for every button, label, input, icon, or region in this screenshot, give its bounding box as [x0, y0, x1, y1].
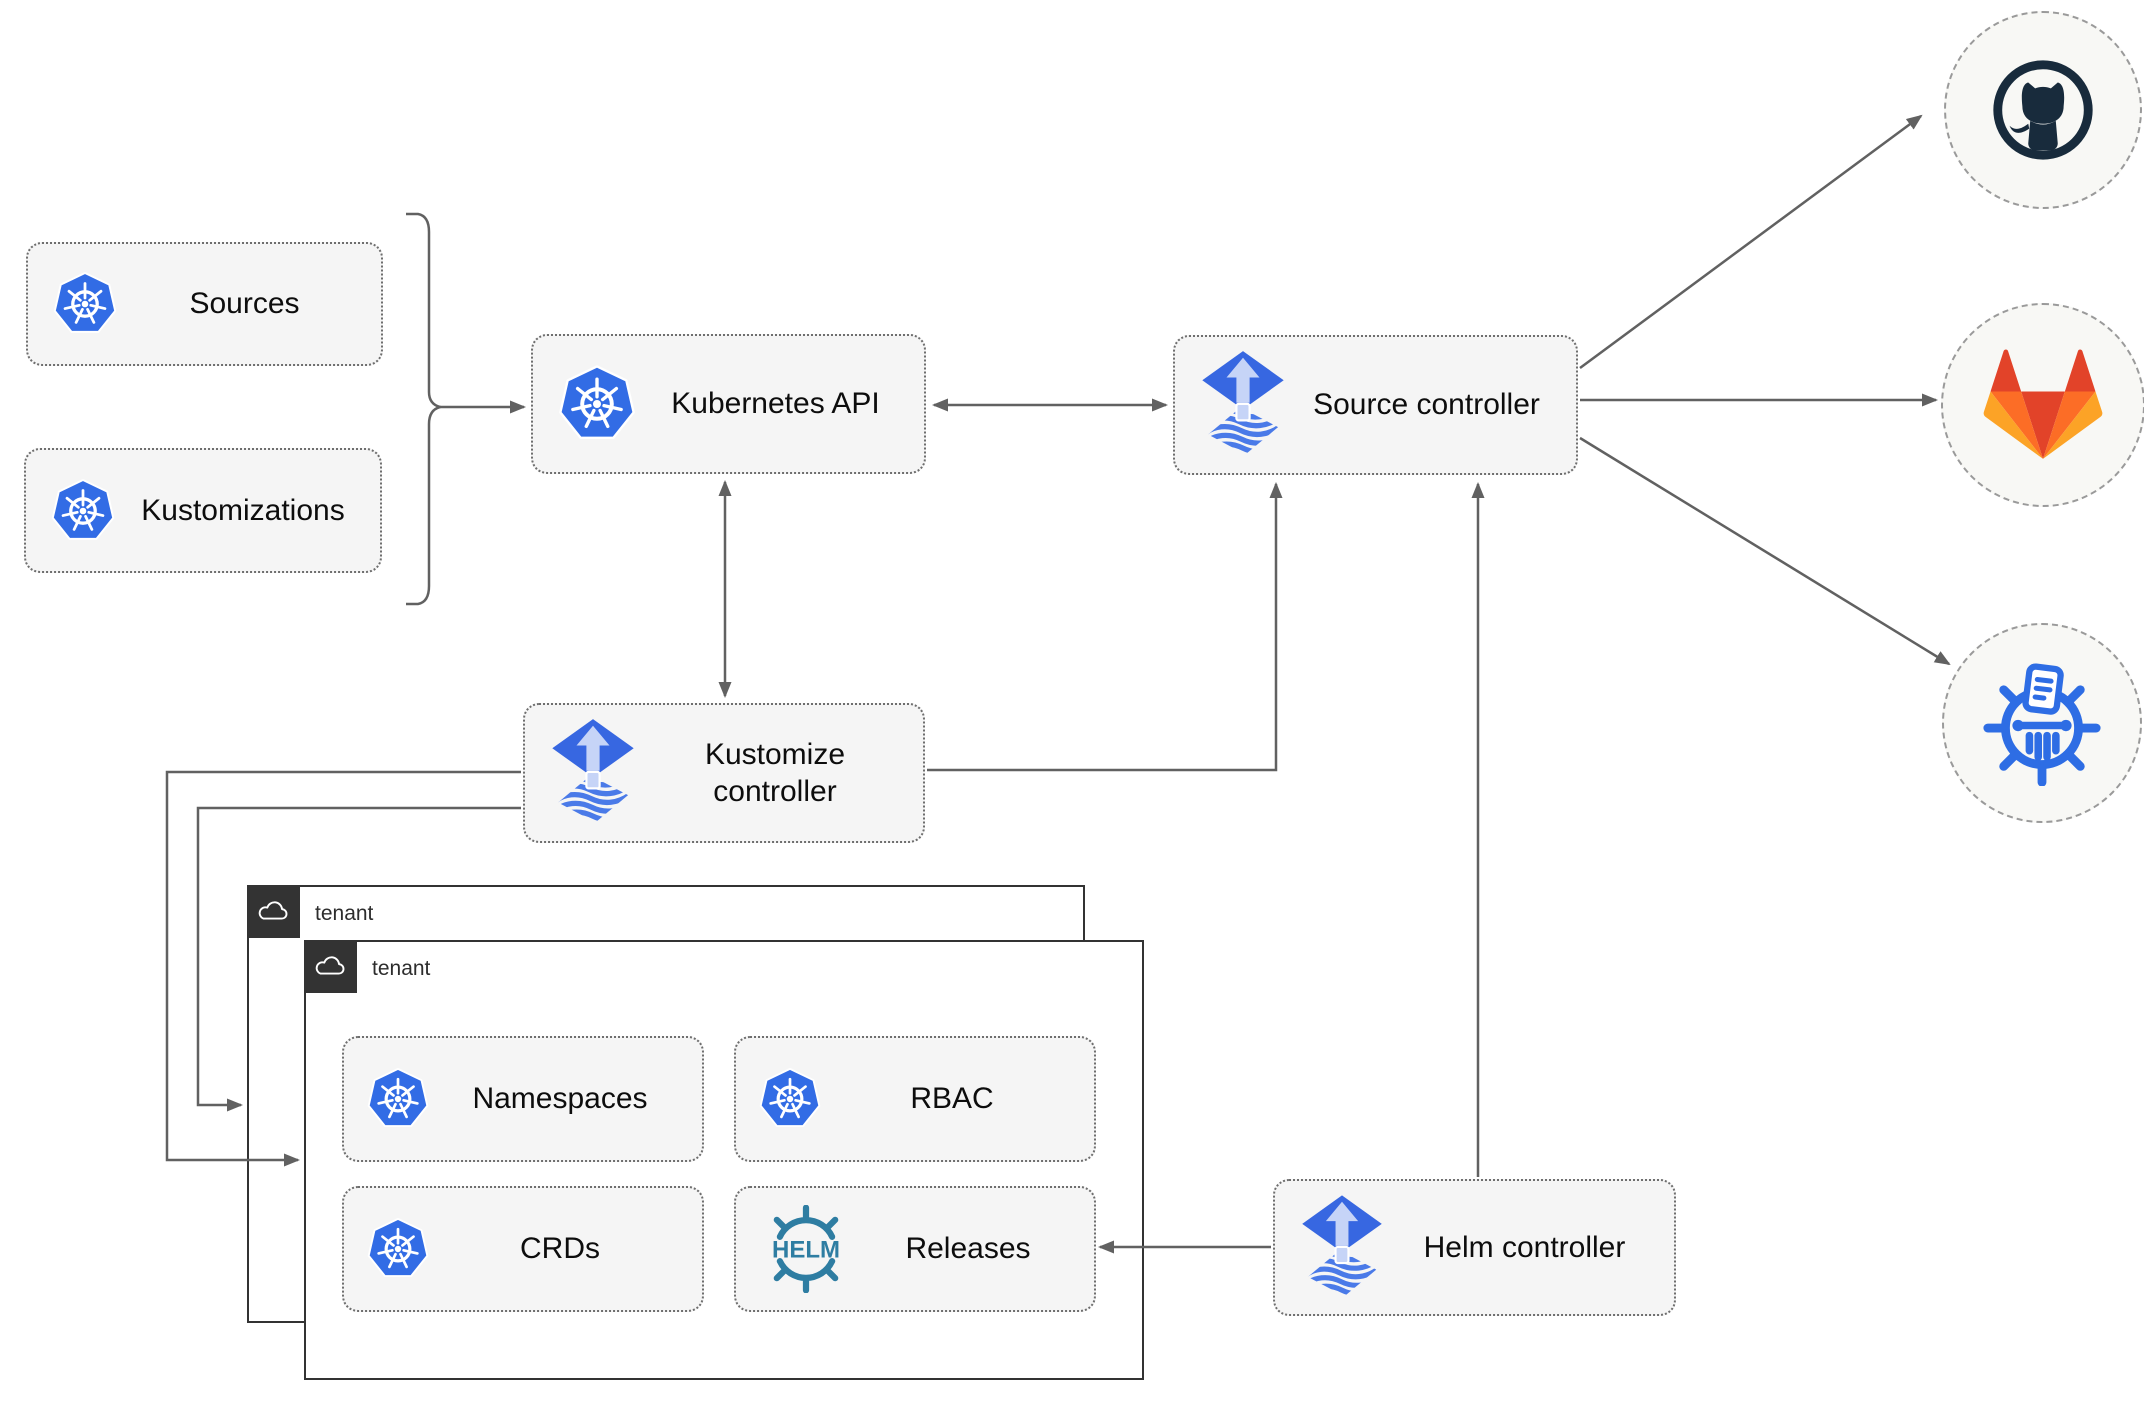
node-sources: Sources: [26, 242, 383, 366]
kubernetes-icon: [366, 1067, 430, 1131]
node-helm-controller-label: Helm controller: [1423, 1230, 1626, 1264]
node-releases-label: Releases: [905, 1232, 1031, 1265]
kubernetes-icon: [50, 478, 116, 544]
arrow-source-to-helm-repository: [1579, 436, 1951, 666]
helm-icon: HELM: [758, 1205, 854, 1293]
kubernetes-icon: [52, 271, 118, 337]
cloud-icon: [303, 939, 357, 993]
tenant-container-front: tenant Namespaces RBAC CRDs: [303, 939, 1144, 1380]
kubernetes-icon: [557, 364, 637, 444]
node-namespaces: Namespaces: [342, 1036, 704, 1162]
github-icon: [1944, 11, 2142, 209]
node-namespaces-label: Namespaces: [472, 1082, 648, 1115]
node-source-controller-label: Source controller: [1313, 388, 1540, 422]
kubernetes-icon: [758, 1067, 822, 1131]
flux-icon: [549, 718, 637, 828]
flux-icon: [1199, 350, 1287, 460]
helm-repository-icon: [1942, 623, 2142, 823]
node-source-controller: Source controller: [1173, 335, 1578, 475]
node-releases: HELM Releases: [734, 1186, 1096, 1312]
kubernetes-icon: [366, 1217, 430, 1281]
node-kustomizations-label: Kustomizations: [141, 493, 345, 527]
node-kustomizations: Kustomizations: [24, 448, 382, 573]
node-helm-controller: Helm controller: [1273, 1179, 1676, 1316]
node-rbac-label: RBAC: [910, 1082, 994, 1115]
node-kubernetes-api: Kubernetes API: [531, 334, 926, 474]
bracket-sources-group: [406, 212, 445, 606]
node-crds: CRDs: [342, 1186, 704, 1312]
arrow-source-to-github: [1579, 114, 1923, 370]
node-kustomize-controller-label: Kustomize controller: [704, 737, 846, 809]
tenant-back-label: tenant: [315, 901, 374, 925]
arrow-kustomize-to-source-controller: [927, 482, 1283, 772]
flux-icon: [1299, 1194, 1385, 1302]
tenant-front-label: tenant: [372, 956, 431, 980]
node-kustomize-controller: Kustomize controller: [523, 703, 925, 843]
node-rbac: RBAC: [734, 1036, 1096, 1162]
node-crds-label: CRDs: [520, 1232, 600, 1265]
node-sources-label: Sources: [189, 287, 300, 321]
gitlab-icon: [1941, 303, 2144, 507]
node-kubernetes-api-label: Kubernetes API: [671, 387, 880, 421]
cloud-icon: [246, 884, 300, 938]
helm-wordmark: HELM: [772, 1237, 840, 1264]
